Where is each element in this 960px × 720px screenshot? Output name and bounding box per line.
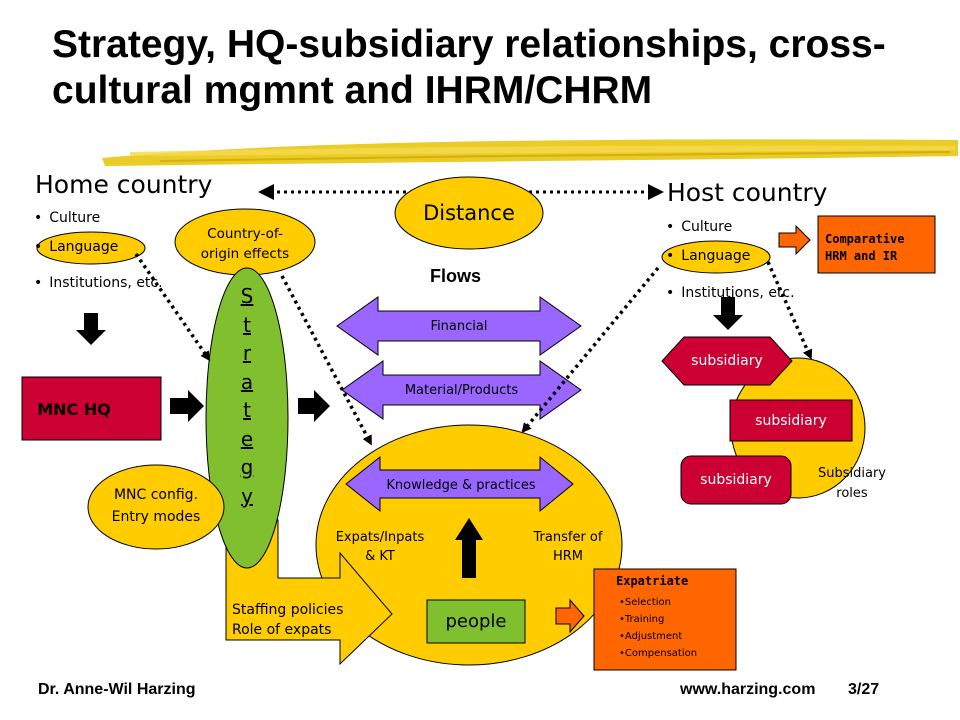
people-up-arrow	[455, 518, 483, 578]
home-culture: Culture	[34, 210, 100, 226]
mnc-hq-box	[21, 376, 162, 441]
expatriate-item: Training	[619, 611, 697, 628]
footer-author: Dr. Anne-Wil Harzing	[38, 681, 196, 698]
transfer-line1: Transfer of	[533, 530, 603, 545]
mnc-config-line2: Entry modes	[111, 509, 201, 525]
subsidiary-hexagon	[661, 336, 793, 386]
country-of-origin-line2: origin effects	[200, 246, 290, 262]
subsidiary-rect	[729, 399, 853, 442]
strategy-letter: g	[240, 455, 254, 479]
distance-label: Distance	[423, 201, 515, 225]
country-of-origin-label: Country-of- origin effects	[178, 224, 312, 264]
strategy-letter: t	[243, 398, 251, 422]
transfer-label: Transfer of HRM	[512, 528, 624, 566]
people-box	[426, 599, 526, 644]
mnc-config-ellipse	[87, 464, 225, 550]
subsidiary-label-2: subsidiary	[755, 412, 827, 429]
strategy-letter: y	[241, 483, 253, 508]
subsidiary-roles-label: Subsidiary roles	[810, 464, 894, 504]
comparative-label: Comparative HRM and IR	[825, 231, 904, 265]
people-label: people	[445, 611, 507, 632]
material-label: Material/Products	[404, 382, 519, 398]
knowledge-flow-arrow	[345, 455, 574, 513]
comparative-line1: Comparative	[825, 232, 905, 246]
mnc-config-line1: MNC config.	[113, 487, 199, 503]
strategy-label: S t r a t e g y	[232, 282, 262, 510]
expatriate-item: Adjustment	[619, 628, 697, 645]
flows-heading: Flows	[430, 266, 482, 286]
staffing-arrow	[225, 519, 393, 666]
material-flow-arrow	[341, 360, 582, 420]
subsidiary-label-1: subsidiary	[691, 353, 763, 369]
distance-ellipse	[394, 176, 544, 250]
strategy-letter: r	[242, 341, 252, 365]
host-down-arrow	[713, 297, 743, 330]
subsidiary-rounded	[680, 455, 792, 505]
home-institutions: Institutions, etc.	[34, 275, 162, 291]
staffing-line1: Staffing policies	[232, 602, 344, 618]
staffing-line2: Role of expats	[232, 622, 332, 638]
subsidiary-roles-line2: roles	[836, 486, 868, 501]
expats-label: Expats/Inpats & KT	[318, 528, 442, 566]
expatriate-heading: Expatriate	[616, 574, 689, 588]
strategy-letter: S	[240, 284, 254, 308]
knowledge-label: Knowledge & practices	[386, 477, 536, 493]
financial-label: Financial	[430, 318, 488, 334]
strategy-letter: e	[240, 426, 254, 451]
footer-site: www.harzing.com	[680, 681, 816, 698]
home-country-heading: Home country	[35, 170, 213, 199]
footer-page-number: 3/27	[848, 681, 880, 698]
host-institutions: Institutions, etc.	[666, 285, 794, 301]
strategy-ellipse	[205, 267, 289, 569]
expatriate-item: Selection	[619, 594, 697, 611]
host-language: Language	[666, 248, 750, 264]
expats-line1: Expats/Inpats	[335, 530, 425, 545]
comparative-box	[817, 215, 936, 274]
transfer-line2: HRM	[552, 549, 584, 564]
host-country-heading: Host country	[667, 178, 828, 207]
expatriate-item: Compensation	[619, 645, 697, 662]
strategy-to-flows-arrow	[298, 390, 330, 422]
expatriate-arrow	[555, 598, 585, 634]
strategy-letter: a	[240, 369, 254, 394]
mnc-hq-label: MNC HQ	[37, 399, 111, 419]
comparative-arrow	[778, 224, 811, 256]
expatriate-list: Selection Training Adjustment Compensati…	[619, 594, 697, 662]
page-title: Strategy, HQ-subsidiary relationships, c…	[52, 23, 886, 112]
comparative-line2: HRM and IR	[825, 249, 898, 263]
hq-to-strategy-arrow	[170, 390, 204, 422]
host-culture: Culture	[666, 219, 732, 235]
dotted-influence-arrows	[134, 253, 813, 446]
home-language: Language	[34, 239, 118, 255]
country-of-origin-line1: Country-of-	[207, 226, 283, 242]
staffing-label: Staffing policies Role of expats	[232, 600, 343, 640]
subsidiary-label-3: subsidiary	[700, 472, 772, 488]
mnc-config-label: MNC config. Entry modes	[94, 484, 218, 528]
strategy-letter: t	[243, 312, 251, 337]
subsidiary-roles-line1: Subsidiary	[818, 466, 886, 481]
home-down-arrow	[76, 313, 106, 345]
title-brush-stroke	[102, 139, 958, 166]
expats-line2: & KT	[365, 549, 395, 564]
financial-flow-arrow	[336, 296, 582, 356]
